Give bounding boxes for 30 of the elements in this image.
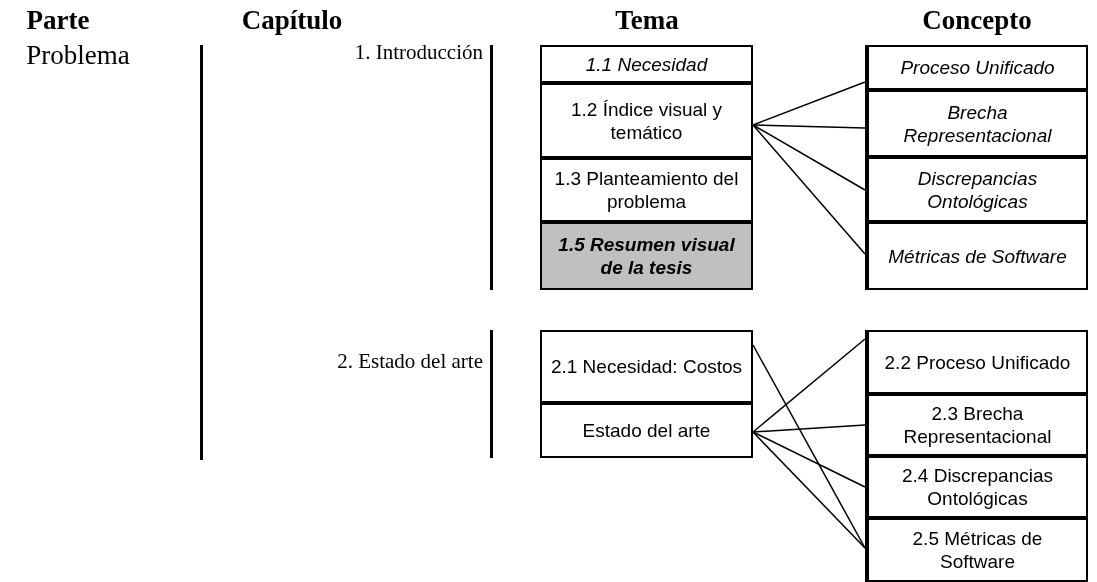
- connector-line: [752, 81, 866, 126]
- concept-box: 2.4 Discrepancias Ontológicas: [865, 456, 1088, 518]
- connector-line: [752, 431, 866, 488]
- connector-line: [752, 124, 866, 255]
- concept-box: Proceso Unificado: [865, 45, 1088, 90]
- topic-box: 1.2 Índice visual y temático: [540, 83, 753, 158]
- column-header: Capítulo: [241, 5, 343, 36]
- connector-line: [752, 124, 866, 129]
- concept-box: 2.2 Proceso Unificado: [865, 330, 1088, 394]
- concept-box: 2.3 Brecha Representacional: [865, 394, 1088, 456]
- topic-box: 1.1 Necesidad: [540, 45, 753, 83]
- connector-line: [752, 124, 866, 191]
- connector-line: [752, 431, 866, 549]
- connector-line: [752, 424, 866, 433]
- concept-box: 2.5 Métricas de Software: [865, 518, 1088, 582]
- concept-box: Brecha Representacional: [865, 90, 1088, 157]
- column-header: Parte: [26, 5, 90, 36]
- concept-box: Métricas de Software: [865, 222, 1088, 290]
- topic-box: 1.3 Planteamiento del problema: [540, 158, 753, 222]
- column-header: Tema: [615, 5, 679, 36]
- column-header: Concepto: [922, 5, 1032, 36]
- concept-box: Discrepancias Ontológicas: [865, 157, 1088, 222]
- chapter-label: 2. Estado del arte: [337, 349, 483, 374]
- topic-box: 2.1 Necesidad: Costos: [540, 330, 753, 403]
- connector-line: [752, 338, 866, 433]
- topic-box: 1.5 Resumen visual de la tesis: [540, 222, 753, 290]
- chapter-label: 1. Introducción: [354, 40, 483, 65]
- connector-line: [752, 344, 866, 549]
- part-label: Problema: [26, 40, 130, 71]
- topic-box: Estado del arte: [540, 403, 753, 458]
